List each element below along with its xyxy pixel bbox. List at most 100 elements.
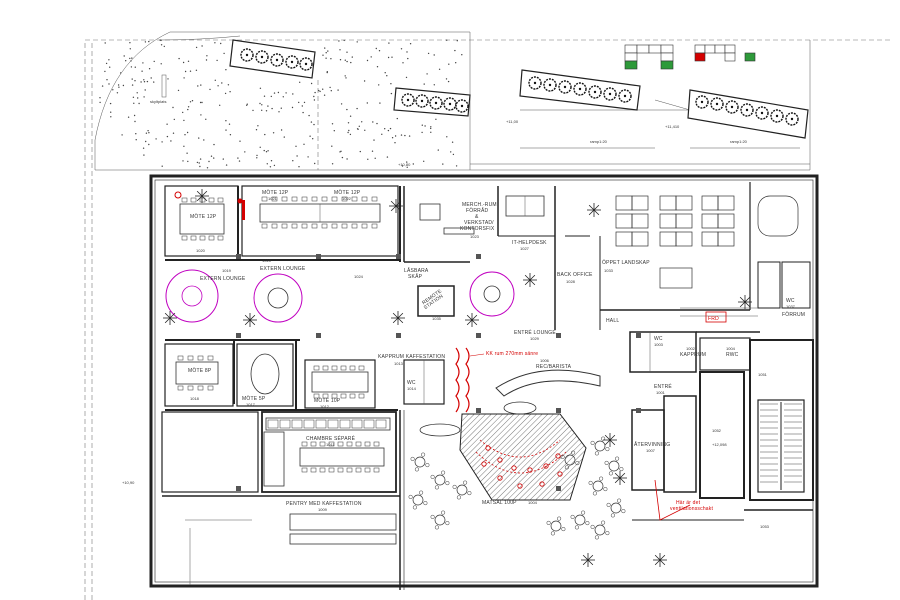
chair	[340, 365, 347, 371]
table-chair	[615, 456, 620, 461]
table-chair	[617, 498, 622, 503]
lawn-dot	[376, 66, 379, 68]
tree	[558, 80, 572, 94]
lawn-dot	[407, 57, 409, 60]
lawn-dot	[347, 131, 349, 134]
lawn-dot	[378, 84, 380, 86]
round-table	[606, 498, 626, 518]
lawn-dot	[189, 101, 192, 103]
lawn-dot	[423, 160, 425, 162]
room-merch-code: 1023	[470, 234, 480, 239]
chair	[346, 441, 353, 447]
lawn-dot	[259, 87, 262, 90]
plant-leaf	[249, 314, 256, 321]
lawn-dot	[99, 97, 101, 99]
lawn-dot	[141, 70, 143, 72]
plant-leaf	[744, 301, 751, 308]
lawn-dot	[225, 164, 228, 166]
lawn-dot	[292, 160, 294, 162]
desk	[615, 231, 633, 247]
lawn-dot	[310, 82, 313, 85]
chair	[199, 197, 206, 203]
tree-trunk	[578, 87, 582, 91]
round-table	[410, 452, 430, 472]
table-chair	[430, 474, 435, 479]
lawn-dot	[199, 158, 202, 160]
plant	[243, 313, 257, 327]
table-chair	[441, 470, 446, 475]
room-pentry-code: 1009	[318, 507, 328, 512]
lawn-dot	[140, 81, 142, 83]
lawn-dot	[277, 91, 280, 94]
lawn-dot	[195, 69, 198, 72]
chair	[261, 223, 268, 229]
tree	[255, 50, 269, 64]
plant-leaf	[582, 559, 589, 566]
room-chambre-separe: CHAMBRE SÉPARÉ	[306, 435, 356, 442]
plant-leaf	[604, 439, 611, 446]
lawn-dot	[359, 150, 361, 153]
tree-trunk	[623, 94, 627, 98]
plant-leaf	[196, 195, 203, 202]
plant	[581, 553, 595, 567]
desk	[717, 213, 735, 229]
table-top	[434, 474, 446, 486]
lawn-dot	[366, 59, 369, 62]
tree	[415, 94, 429, 108]
lawn-dot	[346, 108, 348, 111]
room-code-1053: 1053	[760, 524, 770, 529]
lawn-dot	[372, 121, 374, 123]
table-chair	[550, 531, 555, 536]
level-label-1: +11,00	[506, 119, 519, 124]
lawn-dot	[267, 150, 269, 152]
lawn-dot	[338, 40, 340, 42]
tree-trunk	[608, 92, 612, 96]
tier-stool	[527, 467, 533, 473]
lawn-dot	[409, 43, 412, 45]
plant-leaf	[588, 209, 595, 216]
lawn-dot	[256, 154, 258, 157]
lawn-dot	[205, 59, 208, 61]
table-chair	[581, 510, 586, 515]
lawn-dot	[148, 68, 151, 70]
plant	[195, 189, 209, 203]
lawn-dot	[310, 121, 313, 123]
lawn-dot	[406, 161, 408, 163]
furniture	[163, 189, 799, 585]
chair	[337, 441, 344, 447]
lawn-dot	[134, 66, 136, 68]
lawn-dot	[257, 125, 259, 127]
lawn-dot	[452, 153, 455, 156]
chair	[331, 223, 338, 229]
lawn-dot	[101, 85, 104, 87]
chair	[207, 355, 214, 361]
matsal-round-tables	[408, 436, 626, 540]
lawn-dot	[319, 90, 321, 93]
chair	[217, 197, 224, 203]
plant-leaf	[659, 559, 666, 566]
planter-2	[393, 87, 471, 117]
lawn-dot	[270, 95, 272, 98]
table-chair	[414, 467, 419, 472]
lawn-dot	[142, 147, 145, 149]
plant	[613, 471, 627, 485]
table-chair	[601, 436, 606, 441]
lawn-dot	[148, 143, 150, 146]
plant	[465, 313, 479, 327]
room-kapprum: KAPPRUM	[680, 352, 706, 358]
lawn-dot	[246, 104, 248, 107]
chair	[349, 365, 356, 371]
table-chair	[557, 516, 562, 521]
fire-label: FRD	[708, 316, 719, 322]
lawn-dot	[370, 56, 372, 58]
lawn-dot	[219, 104, 221, 107]
lawn-dot	[209, 88, 211, 91]
plant-leaf	[169, 312, 176, 319]
lawn-dot	[298, 166, 300, 168]
lawn-dot	[325, 52, 327, 54]
room-extern-lounge-code: 1025	[262, 258, 272, 263]
chair	[197, 355, 204, 361]
room-rec-barista-code: 1006	[540, 358, 550, 363]
lawn-dot	[308, 114, 310, 117]
lawn-dot	[442, 163, 444, 165]
